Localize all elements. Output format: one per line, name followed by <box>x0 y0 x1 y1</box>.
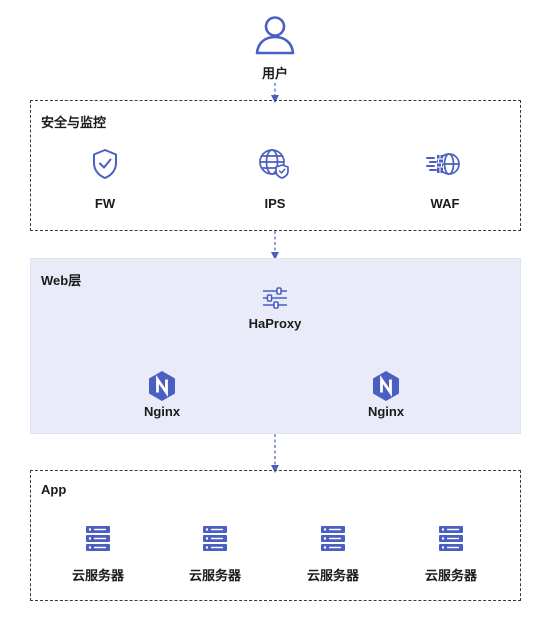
server-stack-icon <box>439 526 463 551</box>
globe-shield-icon <box>259 149 289 179</box>
server-stack-icon <box>86 526 110 551</box>
nginx-icon <box>149 371 175 401</box>
security-group: 安全与监控 <box>30 100 521 231</box>
cloud-server-label: 云服务器 <box>306 568 359 583</box>
nginx-right-label: Nginx <box>367 404 405 419</box>
firewall-globe-icon <box>426 153 460 175</box>
fw-label: FW <box>94 196 116 211</box>
ips-label: IPS <box>264 196 286 211</box>
server-stack-icon <box>321 526 345 551</box>
security-title: 安全与监控 <box>41 115 107 130</box>
app-group: App <box>30 470 521 601</box>
waf-label: WAF <box>430 196 460 211</box>
user-icon <box>255 16 295 55</box>
haproxy-label: HaProxy <box>248 316 302 331</box>
web-group: Web层 <box>30 258 521 434</box>
sliders-icon <box>263 287 287 309</box>
nginx-icon <box>373 371 399 401</box>
nginx-left-label: Nginx <box>143 404 181 419</box>
web-title: Web层 <box>41 273 82 288</box>
server-stack-icon <box>203 526 227 551</box>
cloud-server-label: 云服务器 <box>71 568 124 583</box>
app-title: App <box>41 482 67 497</box>
cloud-server-label: 云服务器 <box>188 568 241 583</box>
cloud-server-label: 云服务器 <box>424 568 477 583</box>
user-label: 用户 <box>261 66 288 81</box>
shield-check-icon <box>93 149 117 179</box>
